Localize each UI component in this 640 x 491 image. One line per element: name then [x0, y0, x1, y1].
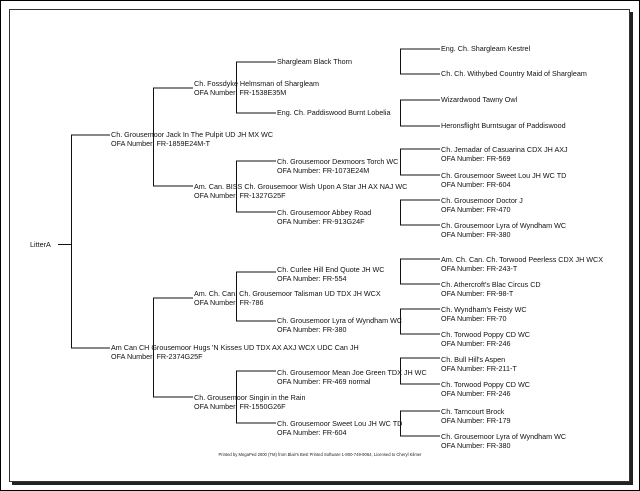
g4-ofa: OFA Number: FR-604	[441, 180, 511, 189]
g4-name: Ch. Grousemoor Lyra of Wyndham WC	[441, 432, 567, 441]
g4-name: Eng. Ch. Shargleam Kestrel	[441, 44, 531, 53]
dam-ofa: OFA Number: FR-2374G25F	[111, 352, 203, 361]
dam-sire-name: Am. Ch. Can. Ch. Grousemoor Talisman UD …	[194, 289, 381, 298]
g3-name: Ch. Grousemoor Dexmoors Torch WC	[277, 157, 399, 166]
g3-entry: Shargleam Black Thorn	[277, 57, 352, 66]
g4-entry: Ch. Bull Hill's Aspen OFA Number: FR-211…	[441, 355, 517, 373]
dam-dam-entry: Ch. Grousemoor Singin in the Rain OFA Nu…	[194, 393, 305, 411]
dam-entry: Am Can CH Grousemoor Hugs 'N Kisses UD T…	[111, 343, 359, 361]
g4-entry: Ch. Wyndham's Feisty WC OFA Number: FR-7…	[441, 305, 527, 323]
g4-entry: Ch. Torwood Poppy CD WC OFA Number: FR-2…	[441, 330, 530, 348]
g4-name: Wizardwood Tawny Owl	[441, 95, 518, 104]
g4-entry: Eng. Ch. Shargleam Kestrel	[441, 44, 530, 53]
g4-ofa: OFA Number: FR-243-T	[441, 264, 518, 273]
g3-name: Ch. Grousemoor Lyra of Wyndham WC	[277, 316, 403, 325]
g3-name: Ch. Grousemoor Mean Joe Green TDX JH WC	[277, 368, 427, 377]
g4-ofa: OFA Number: FR-211-T	[441, 364, 517, 373]
g4-entry: Ch. Grousemoor Lyra of Wyndham WC OFA Nu…	[441, 221, 566, 239]
g3-entry: Ch. Grousemoor Mean Joe Green TDX JH WC …	[277, 368, 427, 386]
sire-name: Ch. Grousemoor Jack In The Pulpit UD JH …	[111, 130, 274, 139]
g3-name: Eng. Ch. Paddiswood Burnt Lobelia	[277, 108, 391, 117]
g4-entry: Ch. Ch. Withybed Country Maid of Shargle…	[441, 69, 587, 78]
dam-name: Am Can CH Grousemoor Hugs 'N Kisses UD T…	[111, 343, 359, 352]
sire-sire-entry: Ch. Fossdyke Helmsman of Shargleam OFA N…	[194, 79, 319, 97]
g4-entry: Ch. Grousemoor Sweet Lou JH WC TD OFA Nu…	[441, 171, 566, 189]
dam-dam-ofa: OFA Number: FR-1550G26F	[194, 402, 286, 411]
g4-name: Am. Ch. Can. Ch. Torwood Peerless CDX JH…	[441, 255, 604, 264]
g3-name: Ch. Grousemoor Abbey Road	[277, 208, 372, 217]
g4-name: Ch. Grousemoor Sweet Lou JH WC TD	[441, 171, 567, 180]
dam-sire-ofa: OFA Number: FR-786	[194, 298, 264, 307]
g3-ofa: OFA Number: FR-913G24F	[277, 217, 365, 226]
g4-name: Ch. Wyndham's Feisty WC	[441, 305, 527, 314]
litter-name: LitterA	[30, 240, 51, 249]
g4-name: Ch. Jemadar of Casuarina CDX JH AXJ	[441, 145, 568, 154]
g4-ofa: OFA Number: FR-246	[441, 389, 511, 398]
g4-entry: Ch. Athercroft's Blac Circus CD OFA Numb…	[441, 280, 541, 298]
g4-ofa: OFA Number: FR-380	[441, 230, 511, 239]
g4-ofa: OFA Number: FR-246	[441, 339, 511, 348]
g4-entry: Ch. Torwood Poppy CD WC OFA Number: FR-2…	[441, 380, 530, 398]
g3-entry: Ch. Grousemoor Dexmoors Torch WC OFA Num…	[277, 157, 398, 175]
g4-entry: Am. Ch. Can. Ch. Torwood Peerless CDX JH…	[441, 255, 603, 273]
sire-sire-ofa: OFA Number: FR-1538E35M	[194, 88, 287, 97]
g4-entry: Ch. Tarncourt Brock OFA Number: FR-179	[441, 407, 511, 425]
g4-ofa: OFA Number: FR-569	[441, 154, 511, 163]
g3-entry: Ch. Grousemoor Lyra of Wyndham WC OFA Nu…	[277, 316, 402, 334]
sire-dam-ofa: OFA Number: FR-1327G25F	[194, 191, 286, 200]
g4-entry: Heronsflight Burntsugar of Paddiswood	[441, 121, 566, 130]
g3-name: Ch. Curlee Hill End Quote JH WC	[277, 265, 385, 274]
g3-entry: Ch. Grousemoor Abbey Road OFA Number: FR…	[277, 208, 371, 226]
g4-entry: Ch. Grousemoor Lyra of Wyndham WC OFA Nu…	[441, 432, 566, 450]
g4-ofa: OFA Number: FR-380	[441, 441, 511, 450]
g3-ofa: OFA Number: FR-604	[277, 428, 347, 437]
sire-dam-entry: Am. Can. BISS Ch. Grousemoor Wish Upon A…	[194, 182, 407, 200]
g4-name: Ch. Grousemoor Doctor J	[441, 196, 523, 205]
g4-name: Heronsflight Burntsugar of Paddiswood	[441, 121, 566, 130]
g4-ofa: OFA Number: FR-98-T	[441, 289, 514, 298]
g4-ofa: OFA Number: FR-470	[441, 205, 511, 214]
g3-ofa: OFA Number: FR-380	[277, 325, 347, 334]
g4-entry: Wizardwood Tawny Owl	[441, 95, 517, 104]
print-footer: Printed by MegaPed 2000 (TM) from Blair'…	[218, 452, 422, 457]
g4-name: Ch. Ch. Withybed Country Maid of Shargle…	[441, 69, 587, 78]
g3-name: Shargleam Black Thorn	[277, 57, 352, 66]
g3-entry: Ch. Grousemoor Sweet Lou JH WC TD OFA Nu…	[277, 419, 402, 437]
g4-entry: Ch. Grousemoor Doctor J OFA Number: FR-4…	[441, 196, 523, 214]
g4-entry: Ch. Jemadar of Casuarina CDX JH AXJ OFA …	[441, 145, 568, 163]
g4-name: Ch. Torwood Poppy CD WC	[441, 330, 530, 339]
g4-ofa: OFA Number: FR-70	[441, 314, 507, 323]
g3-entry: Ch. Curlee Hill End Quote JH WC OFA Numb…	[277, 265, 384, 283]
sire-entry: Ch. Grousemoor Jack In The Pulpit UD JH …	[111, 130, 273, 148]
g4-name: Ch. Tarncourt Brock	[441, 407, 505, 416]
sire-ofa: OFA Number: FR-1859E24M-T	[111, 139, 211, 148]
g4-name: Ch. Torwood Poppy CD WC	[441, 380, 530, 389]
dam-sire-entry: Am. Ch. Can. Ch. Grousemoor Talisman UD …	[194, 289, 381, 307]
g3-ofa: OFA Number: FR-1073E24M	[277, 166, 370, 175]
g4-name: Ch. Bull Hill's Aspen	[441, 355, 506, 364]
g4-name: Ch. Grousemoor Lyra of Wyndham WC	[441, 221, 567, 230]
g3-entry: Eng. Ch. Paddiswood Burnt Lobelia	[277, 108, 390, 117]
g3-name: Ch. Grousemoor Sweet Lou JH WC TD	[277, 419, 403, 428]
g3-ofa: OFA Number: FR-469 normal	[277, 377, 371, 386]
sire-sire-name: Ch. Fossdyke Helmsman of Shargleam	[194, 79, 320, 88]
g4-name: Ch. Athercroft's Blac Circus CD	[441, 280, 541, 289]
g4-ofa: OFA Number: FR-179	[441, 416, 511, 425]
dam-dam-name: Ch. Grousemoor Singin in the Rain	[194, 393, 306, 402]
sire-dam-name: Am. Can. BISS Ch. Grousemoor Wish Upon A…	[194, 182, 408, 191]
g3-ofa: OFA Number: FR-554	[277, 274, 347, 283]
pedigree-panel	[9, 9, 630, 482]
